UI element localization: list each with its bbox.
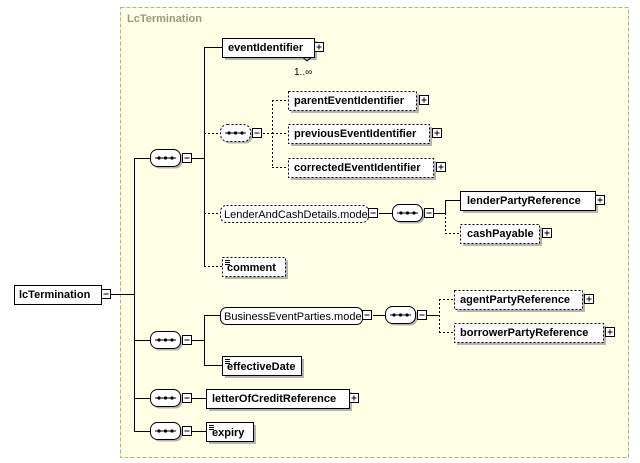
sequence-compositor-icon bbox=[397, 211, 418, 215]
previous-event-identifier-element[interactable]: previousEventIdentifier bbox=[288, 124, 442, 147]
sequence-compositor[interactable] bbox=[150, 149, 192, 169]
sequence-compositor[interactable] bbox=[150, 331, 192, 351]
collapse-icon[interactable] bbox=[182, 426, 192, 436]
collapse-icon[interactable] bbox=[424, 208, 434, 218]
collapse-icon[interactable] bbox=[182, 335, 192, 345]
business-event-parties-group[interactable]: BusinessEventParties.model bbox=[220, 307, 372, 325]
sequence-compositor-icon bbox=[155, 338, 176, 342]
comment-element[interactable]: comment bbox=[222, 257, 289, 280]
collapse-icon[interactable] bbox=[182, 393, 192, 403]
letter-of-credit-reference-label: letterOfCreditReference bbox=[212, 393, 336, 405]
sequence-compositor-icon bbox=[155, 396, 176, 400]
complex-type-box: LcTermination bbox=[120, 7, 629, 458]
expand-icon[interactable] bbox=[584, 294, 594, 304]
collapse-icon[interactable] bbox=[362, 310, 372, 320]
sequence-compositor[interactable] bbox=[392, 204, 434, 224]
letter-of-credit-reference-element[interactable]: letterOfCreditReference bbox=[206, 389, 359, 412]
corrected-event-identifier-element[interactable]: correctedEventIdentifier bbox=[288, 158, 446, 181]
expand-icon[interactable] bbox=[432, 128, 442, 138]
cash-payable-element[interactable]: cashPayable bbox=[460, 224, 552, 247]
text-content-icon bbox=[225, 359, 230, 364]
event-identifier-multiplicity: 1..∞ bbox=[294, 67, 312, 78]
sequence-compositor-icon bbox=[155, 429, 176, 433]
event-identifier-element[interactable]: eventIdentifier 1..∞ bbox=[222, 38, 324, 79]
borrower-party-reference-element[interactable]: borrowerPartyReference bbox=[454, 323, 615, 346]
comment-label: comment bbox=[227, 262, 276, 274]
expand-icon[interactable] bbox=[419, 95, 429, 105]
text-content-icon bbox=[209, 425, 214, 430]
text-content-icon bbox=[225, 260, 230, 265]
expiry-element[interactable]: expiry bbox=[206, 422, 257, 445]
lender-and-cash-details-label: LenderAndCashDetails.model bbox=[224, 209, 370, 221]
sequence-compositor[interactable] bbox=[385, 306, 427, 326]
parent-event-identifier-label: parentEventIdentifier bbox=[294, 95, 405, 107]
collapse-icon[interactable] bbox=[417, 310, 427, 320]
corrected-event-identifier-label: correctedEventIdentifier bbox=[294, 162, 421, 174]
sequence-compositor-icon bbox=[390, 313, 411, 317]
expand-icon[interactable] bbox=[542, 228, 552, 238]
sequence-compositor[interactable] bbox=[150, 422, 192, 442]
root-label: lcTermination bbox=[19, 289, 91, 301]
complex-type-title: LcTermination bbox=[127, 13, 202, 25]
collapse-icon[interactable] bbox=[368, 208, 378, 218]
event-identifier-label: eventIdentifier bbox=[228, 42, 304, 54]
lender-party-reference-element[interactable]: lenderPartyReference bbox=[460, 191, 605, 214]
sequence-compositor-icon bbox=[225, 131, 246, 135]
expiry-label: expiry bbox=[212, 427, 245, 439]
collapse-icon[interactable] bbox=[182, 153, 192, 163]
sequence-compositor-icon bbox=[155, 156, 176, 160]
sequence-compositor[interactable] bbox=[150, 389, 192, 409]
collapse-icon[interactable] bbox=[252, 128, 262, 138]
lender-party-reference-label: lenderPartyReference bbox=[467, 195, 581, 207]
collapse-icon[interactable] bbox=[101, 289, 111, 299]
choice-compositor[interactable] bbox=[220, 124, 262, 144]
effective-date-element[interactable]: effectiveDate bbox=[222, 356, 305, 379]
business-event-parties-label: BusinessEventParties.model bbox=[224, 311, 364, 323]
connector-lines bbox=[111, 47, 460, 432]
agent-party-reference-element[interactable]: agentPartyReference bbox=[454, 290, 594, 313]
borrower-party-reference-label: borrowerPartyReference bbox=[460, 327, 588, 339]
previous-event-identifier-label: previousEventIdentifier bbox=[294, 128, 417, 140]
root-element[interactable]: lcTermination bbox=[14, 285, 111, 305]
expand-icon[interactable] bbox=[605, 327, 615, 337]
lender-and-cash-details-group[interactable]: LenderAndCashDetails.model bbox=[220, 205, 378, 223]
expand-icon[interactable] bbox=[349, 393, 359, 403]
expand-icon[interactable] bbox=[436, 162, 446, 172]
cash-payable-label: cashPayable bbox=[467, 228, 534, 240]
expand-icon[interactable] bbox=[595, 195, 605, 205]
expand-icon[interactable] bbox=[314, 42, 324, 52]
parent-event-identifier-element[interactable]: parentEventIdentifier bbox=[288, 91, 429, 114]
effective-date-label: effectiveDate bbox=[227, 361, 295, 373]
agent-party-reference-label: agentPartyReference bbox=[460, 294, 570, 306]
